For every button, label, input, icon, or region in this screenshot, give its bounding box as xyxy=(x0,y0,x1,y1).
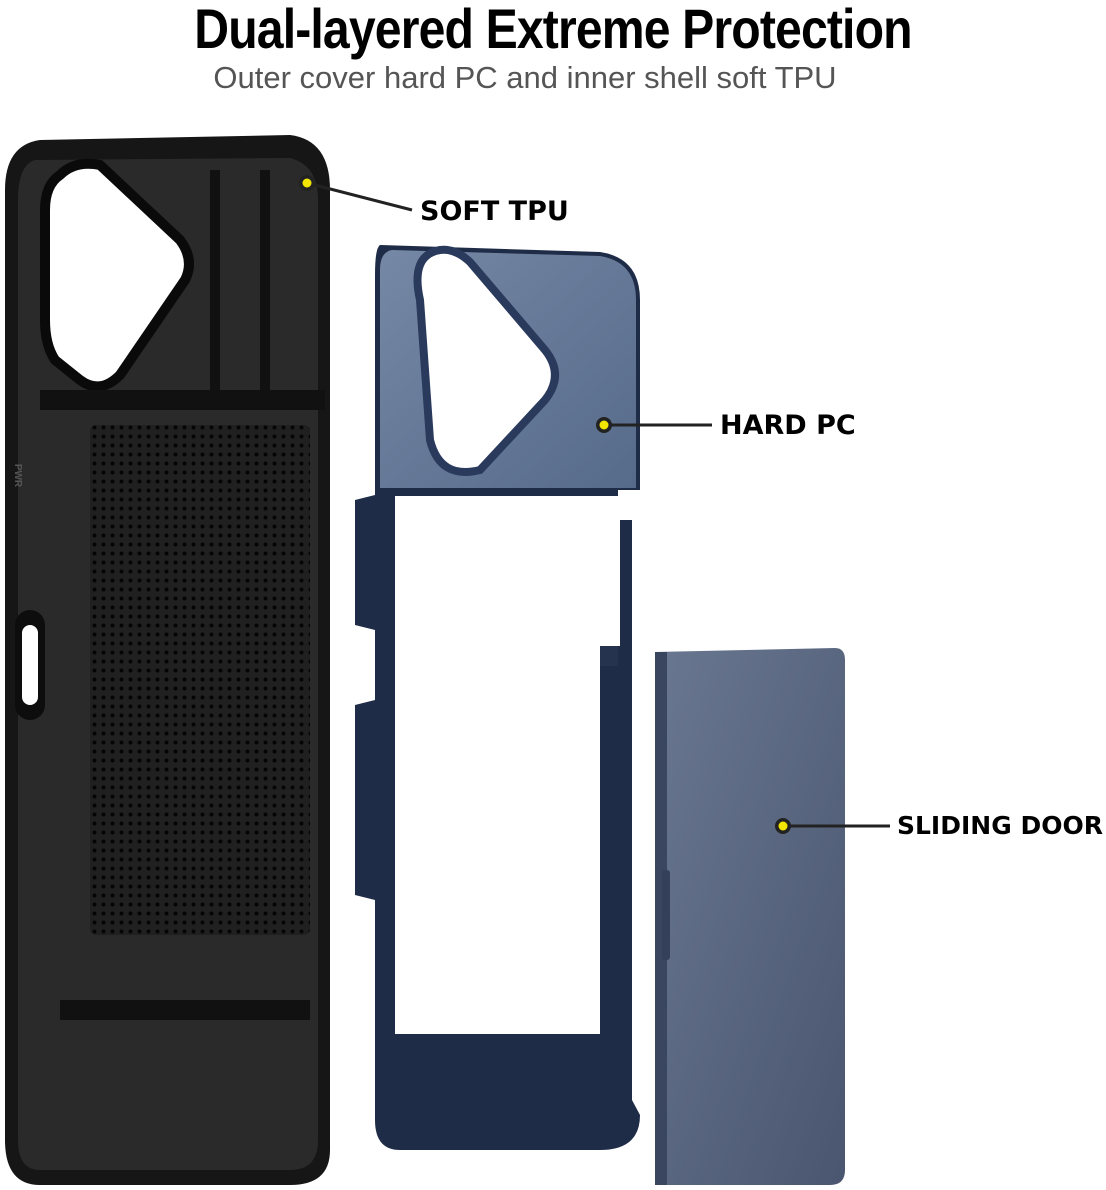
sliding-door xyxy=(655,648,845,1185)
callout-soft-tpu xyxy=(299,175,413,212)
label-soft-tpu: SOFT TPU xyxy=(420,196,569,227)
callout-sliding-door xyxy=(775,818,890,834)
label-hard-pc: HARD PC xyxy=(720,410,856,441)
pwr-marking: PWR xyxy=(12,463,24,488)
page-title: Dual-layered Extreme Protection xyxy=(194,0,912,60)
soft-tpu-case xyxy=(5,135,330,1185)
label-sliding-door: SLIDING DOOR xyxy=(897,811,1103,840)
hard-pc-frame xyxy=(355,245,640,1150)
page-subtitle: Outer cover hard PC and inner shell soft… xyxy=(213,60,837,95)
callout-hard-pc xyxy=(596,417,712,433)
